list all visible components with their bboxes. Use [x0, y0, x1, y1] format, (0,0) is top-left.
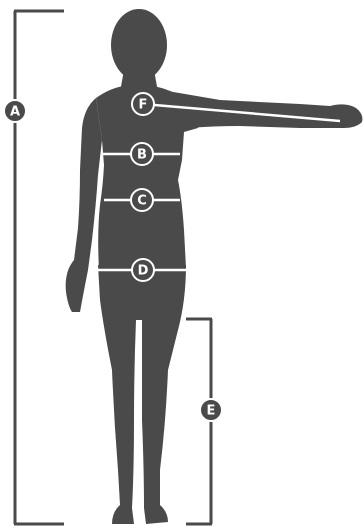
marker-c: C [131, 189, 153, 211]
left-arm-shape [66, 98, 102, 312]
marker-a-label: A [10, 105, 20, 120]
extended-arm-shape [150, 88, 362, 132]
marker-f: F [132, 93, 154, 115]
marker-b-label: B [137, 148, 147, 163]
marker-e: E [200, 399, 222, 421]
marker-d-label: D [138, 264, 149, 279]
marker-e-label: E [207, 404, 216, 419]
height-bracket-a [14, 11, 64, 524]
marker-a: A [4, 100, 26, 122]
legs-shape [98, 265, 186, 524]
marker-c-label: C [137, 194, 147, 209]
marker-d: D [132, 259, 154, 281]
human-silhouette [66, 9, 363, 524]
marker-f-label: F [139, 98, 148, 113]
marker-b: B [131, 143, 153, 165]
